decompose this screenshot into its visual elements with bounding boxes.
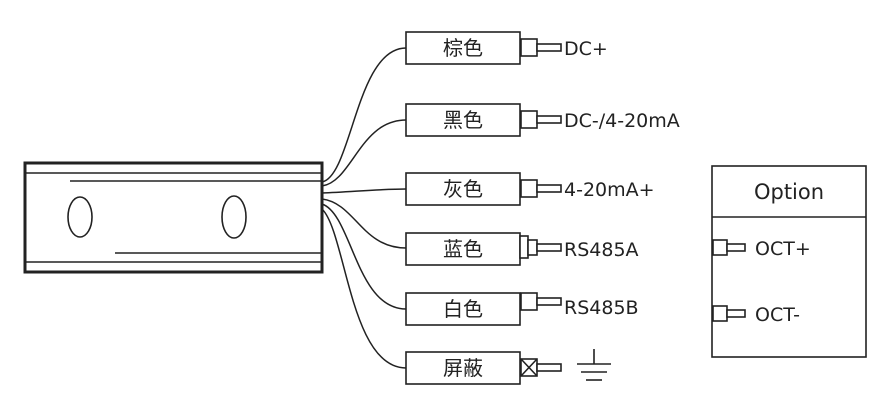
option-item-label: OCT+ (755, 238, 811, 260)
color-label: 蓝色 (443, 237, 483, 261)
connector-pin-icon (520, 292, 562, 311)
option-item-oct-plus: OCT+ (712, 238, 811, 260)
wire-row-black: 黑色 DC-/4-20mA (405, 103, 680, 137)
color-label: 屏蔽 (443, 356, 483, 380)
ground-icon (577, 349, 611, 381)
wire-row-shield: 屏蔽 (405, 349, 611, 385)
sensor-hole-left (67, 196, 93, 238)
signal-label: 4-20mA+ (564, 179, 655, 201)
wire-row-white: 白色 RS485B (405, 292, 639, 326)
option-panel: Option OCT+ OCT- (711, 165, 867, 358)
option-box (711, 165, 867, 358)
shield-connector-icon (520, 358, 562, 377)
wire-row-gray: 灰色 4-20mA+ (405, 172, 655, 206)
color-label-box (405, 31, 521, 65)
wire-white (321, 203, 407, 310)
wire-row-brown: 棕色 DC+ (405, 31, 608, 65)
sensor-hole-right (221, 195, 247, 239)
option-item-oct-minus: OCT- (712, 304, 800, 326)
sensor-body (23, 161, 324, 274)
color-label-box (405, 351, 521, 385)
color-label: 白色 (443, 297, 483, 321)
sensor-outline (23, 161, 324, 274)
option-item-label: OCT- (755, 304, 800, 326)
color-label-box (405, 232, 521, 266)
connector-pin-icon (520, 179, 562, 198)
color-label: 灰色 (443, 177, 483, 201)
color-label-box (405, 292, 521, 326)
connector-pin-icon (519, 235, 562, 259)
connector-pin-icon (712, 239, 746, 256)
option-title: Option (754, 180, 824, 204)
wire-blue (321, 198, 407, 249)
color-label-box (405, 172, 521, 206)
signal-label: DC-/4-20mA (564, 110, 680, 132)
signal-label: DC+ (564, 38, 608, 60)
wire-row-blue: 蓝色 RS485A (405, 232, 639, 266)
connector-pin-icon (712, 305, 746, 322)
wire-shield (321, 208, 407, 369)
wire-black (321, 119, 407, 187)
color-label-box (405, 103, 521, 137)
color-label: 黑色 (443, 108, 483, 132)
wire-gray (321, 188, 407, 194)
signal-label: RS485B (564, 297, 639, 319)
wire-brown (321, 47, 407, 183)
wire-bundle (321, 47, 407, 369)
connector-pin-icon (520, 110, 562, 129)
connector-pin-icon (520, 38, 562, 57)
color-label: 棕色 (443, 36, 483, 60)
signal-label: RS485A (564, 239, 639, 261)
